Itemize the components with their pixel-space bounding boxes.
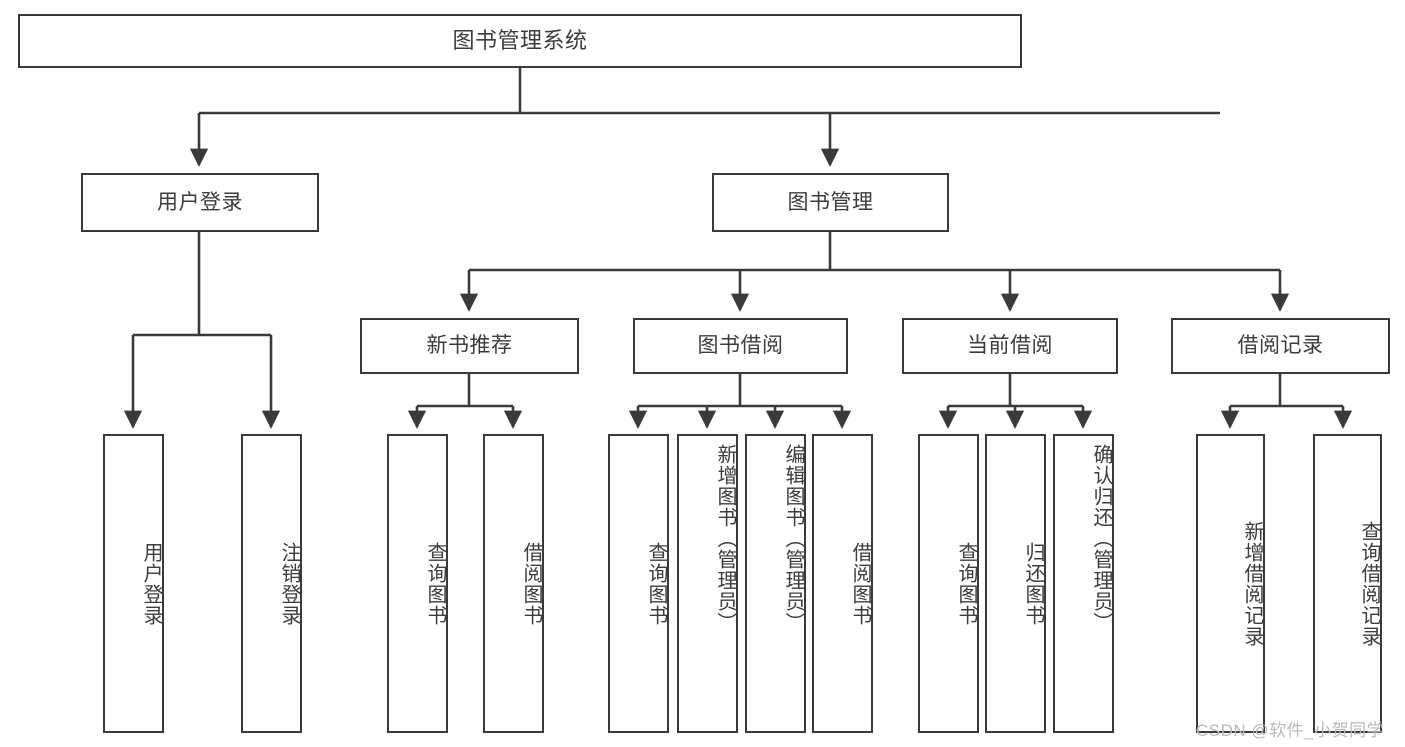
- node-leaf-return-book[interactable]: 归还图书: [985, 434, 1046, 733]
- node-label: 新增图书（管理员）: [714, 444, 736, 633]
- node-label: 图书管理: [787, 190, 874, 214]
- node-book-management-system[interactable]: 图书管理系统: [18, 14, 1022, 68]
- node-label: 用户登录: [157, 190, 243, 214]
- node-leaf-add-record[interactable]: 新增借阅记录: [1196, 434, 1265, 733]
- node-leaf-add-book[interactable]: 新增图书（管理员）: [677, 434, 738, 733]
- node-label: 借阅图书: [520, 541, 542, 626]
- node-leaf-query-book-3[interactable]: 查询图书: [918, 434, 979, 733]
- node-label: 图书借阅: [697, 334, 784, 358]
- node-current-borrow[interactable]: 当前借阅: [902, 318, 1118, 374]
- node-label: 查询图书: [645, 541, 667, 626]
- csdn-watermark: CSDN @软件_小贺同学: [1196, 721, 1385, 740]
- node-leaf-borrow-book-1[interactable]: 借阅图书: [483, 434, 544, 733]
- node-label: 图书管理系统: [452, 27, 588, 53]
- node-leaf-query-book-1[interactable]: 查询图书: [387, 434, 448, 733]
- node-label: 新书推荐: [426, 334, 513, 358]
- node-book-management[interactable]: 图书管理: [712, 173, 949, 232]
- node-new-book-recommend[interactable]: 新书推荐: [360, 318, 579, 374]
- node-label: 编辑图书（管理员）: [782, 444, 804, 633]
- node-leaf-query-record[interactable]: 查询借阅记录: [1313, 434, 1382, 733]
- node-label: 新增借阅记录: [1241, 520, 1263, 647]
- node-label: 查询借阅记录: [1358, 520, 1380, 647]
- node-label: 借阅图书: [849, 541, 871, 626]
- node-label: 查询图书: [424, 541, 446, 626]
- node-label: 借阅记录: [1237, 334, 1324, 358]
- node-leaf-query-book-2[interactable]: 查询图书: [608, 434, 669, 733]
- node-label: 归还图书: [1022, 541, 1044, 626]
- node-borrow-record[interactable]: 借阅记录: [1171, 318, 1390, 374]
- node-leaf-confirm-return[interactable]: 确认归还（管理员）: [1053, 434, 1114, 733]
- node-user-login[interactable]: 用户登录: [81, 173, 319, 232]
- node-label: 确认归还（管理员）: [1090, 444, 1112, 633]
- node-leaf-edit-book[interactable]: 编辑图书（管理员）: [745, 434, 806, 733]
- node-leaf-logout-login[interactable]: 注销登录: [241, 434, 302, 733]
- node-leaf-user-login[interactable]: 用户登录: [103, 434, 164, 733]
- node-book-borrow[interactable]: 图书借阅: [633, 318, 848, 374]
- node-label: 用户登录: [140, 541, 162, 626]
- node-leaf-borrow-book-2[interactable]: 借阅图书: [812, 434, 873, 733]
- node-label: 注销登录: [278, 541, 300, 626]
- node-label: 查询图书: [955, 541, 977, 626]
- node-label: 当前借阅: [967, 334, 1053, 358]
